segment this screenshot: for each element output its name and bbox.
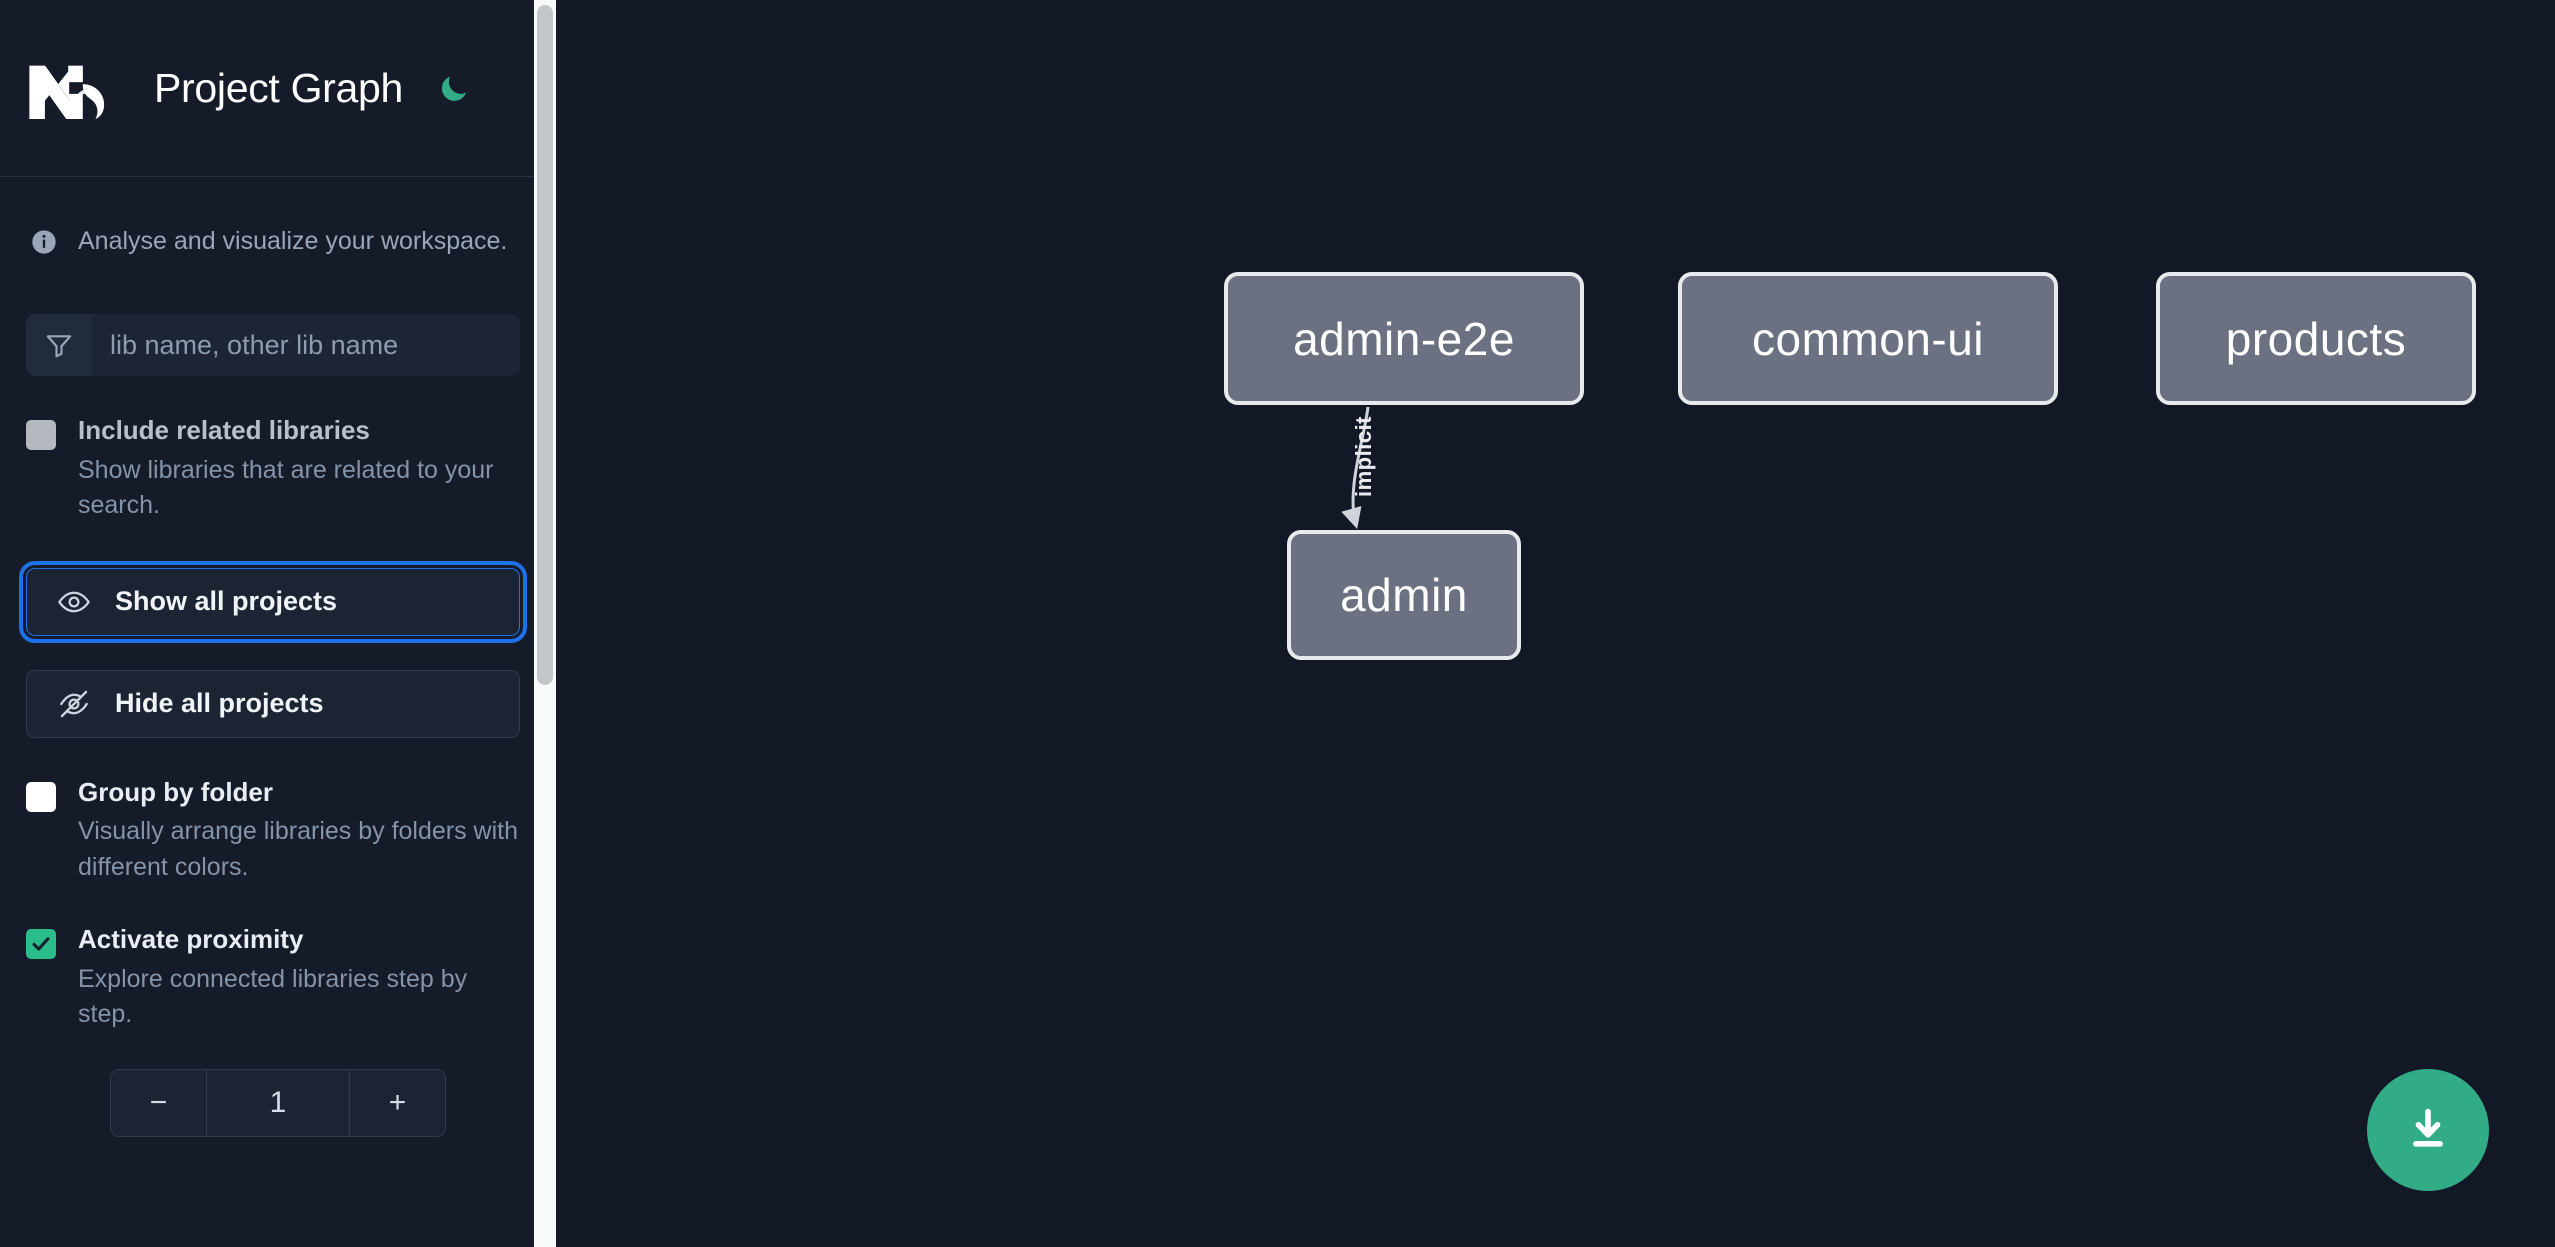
sidebar-body: Analyse and visualize your workspace. In… <box>0 177 556 1137</box>
option-label: Group by folder <box>78 776 273 807</box>
graph-node-admin[interactable]: admin <box>1287 530 1521 660</box>
option-description: Explore connected libraries step by step… <box>78 964 468 1029</box>
hide-all-projects-button[interactable]: Hide all projects <box>26 669 520 738</box>
search-bar <box>26 314 520 376</box>
info-icon <box>30 228 58 256</box>
graph-edges <box>1341 406 1370 530</box>
download-graph-button[interactable] <box>2367 1069 2489 1191</box>
stepper-decrement-button[interactable]: − <box>111 1069 207 1136</box>
sidebar-scrollbar-thumb[interactable] <box>537 5 553 685</box>
nx-logo <box>26 55 124 121</box>
option-description: Show libraries that are related to your … <box>78 455 494 520</box>
download-icon <box>2413 1108 2443 1147</box>
tagline-row: Analyse and visualize your workspace. <box>0 177 556 256</box>
option-group-by-folder: Group by folder Visually arrange librari… <box>0 776 556 886</box>
graph-node-products[interactable]: products <box>2156 272 2476 405</box>
option-description: Visually arrange libraries by folders wi… <box>78 817 519 881</box>
page-title: Project Graph <box>154 64 404 111</box>
button-label: Show all projects <box>115 586 338 616</box>
stepper-value: 1 <box>207 1069 349 1136</box>
graph-node-common-ui[interactable]: common-ui <box>1678 272 2058 405</box>
search-input[interactable] <box>92 314 520 376</box>
option-label: Include related libraries <box>78 415 370 445</box>
checkbox-include-related-libraries[interactable] <box>26 420 56 450</box>
moon-icon[interactable] <box>433 67 475 109</box>
visibility-buttons: Show all projects Hide all projects <box>0 560 556 738</box>
stepper-increment-button[interactable]: + <box>349 1069 445 1136</box>
checkbox-activate-proximity[interactable] <box>26 929 56 959</box>
filter-funnel-icon[interactable] <box>26 314 92 376</box>
show-all-projects-button[interactable]: Show all projects <box>19 560 527 643</box>
eye-off-icon <box>57 687 93 721</box>
edge-label-admin: implicit <box>1351 415 1376 497</box>
proximity-stepper: − 1 + <box>110 1068 446 1137</box>
tagline-text: Analyse and visualize your workspace. <box>78 227 508 255</box>
sidebar-scrollbar[interactable] <box>534 0 556 1247</box>
graph-canvas[interactable]: implicit implicit admin-e2e common-ui pr… <box>556 0 2555 1247</box>
sidebar-header: Project Graph <box>0 0 556 177</box>
option-label: Activate proximity <box>78 924 304 954</box>
button-label: Hide all projects <box>115 688 324 718</box>
eye-icon <box>57 585 93 619</box>
graph-node-admin-e2e[interactable]: admin-e2e <box>1224 272 1584 405</box>
sidebar: Project Graph Analyse and visualize your… <box>0 0 556 1247</box>
checkbox-group-by-folder[interactable] <box>26 781 56 812</box>
option-activate-proximity: Activate proximity Explore connected lib… <box>0 923 556 1033</box>
option-include-related-libraries: Include related libraries Show libraries… <box>0 414 556 524</box>
